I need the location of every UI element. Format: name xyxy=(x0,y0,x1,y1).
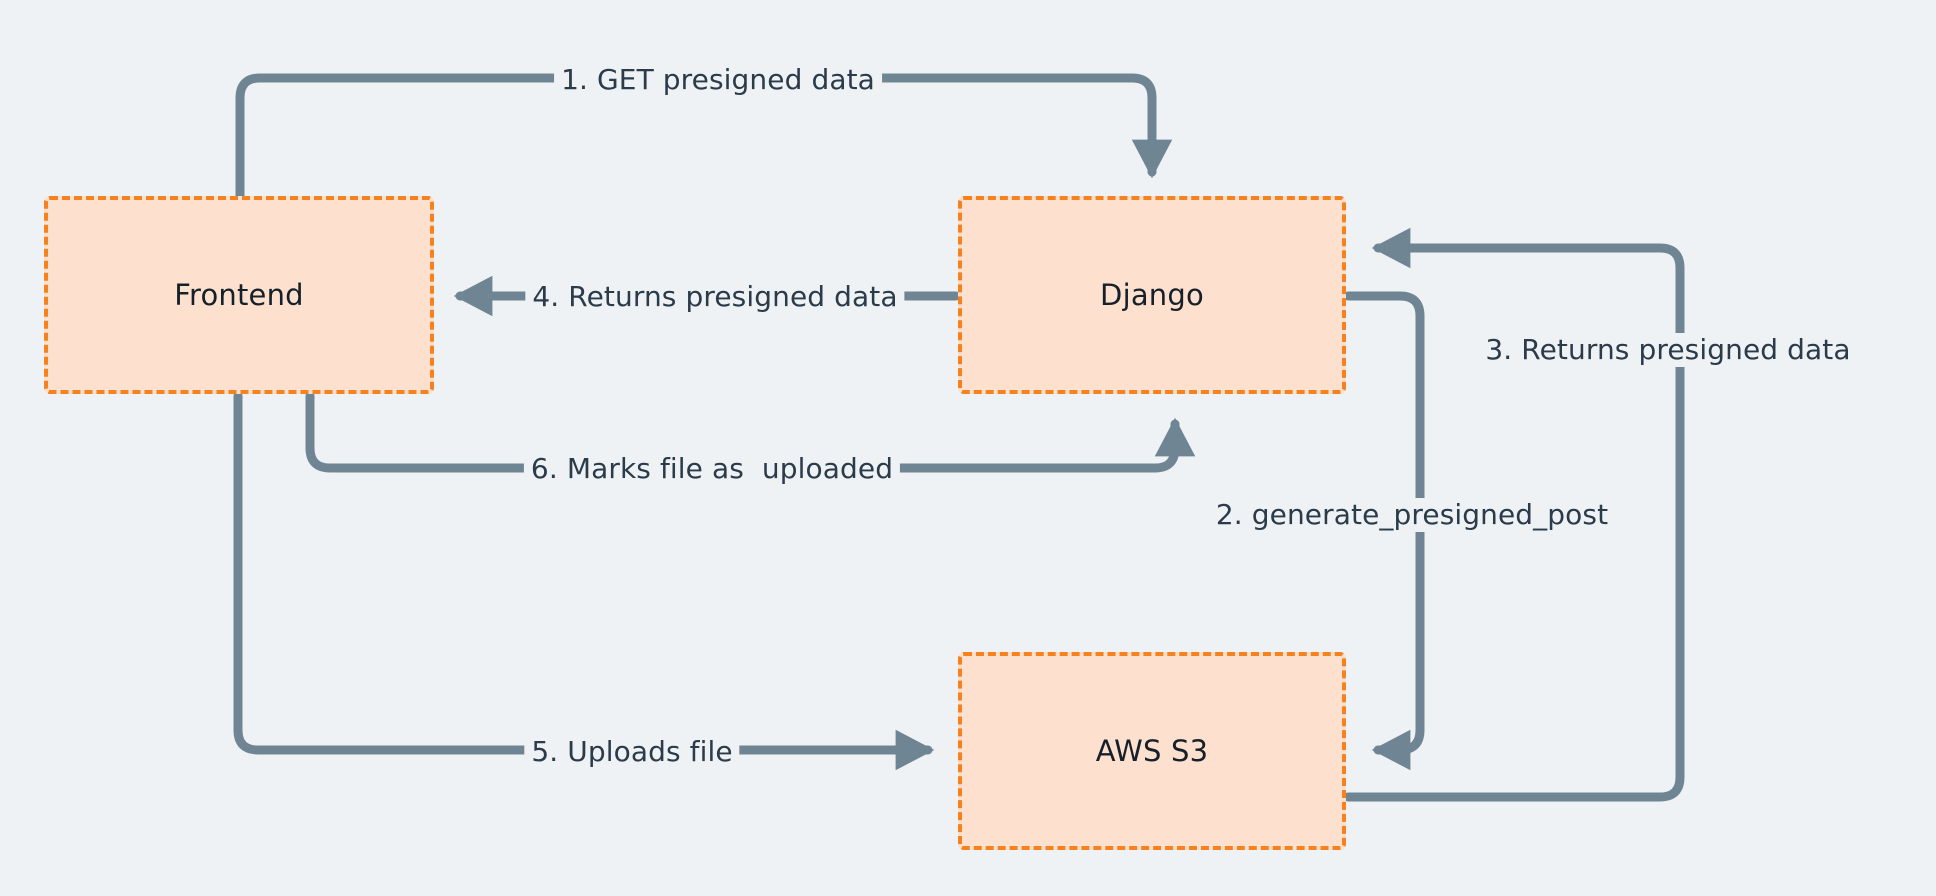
node-frontend[interactable]: Frontend xyxy=(44,196,434,394)
edge-label-2: 2. generate_presigned_post xyxy=(1208,498,1616,532)
edge-label-3: 3. Returns presigned data xyxy=(1478,333,1858,367)
node-aws-s3[interactable]: AWS S3 xyxy=(958,652,1346,850)
node-django-label: Django xyxy=(1100,278,1204,312)
edge-label-5: 5. Uploads file xyxy=(524,735,740,769)
edge-label-1: 1. GET presigned data xyxy=(554,63,882,97)
node-aws-s3-label: AWS S3 xyxy=(1095,734,1209,768)
edge-3-path xyxy=(1343,227,1685,802)
node-django[interactable]: Django xyxy=(958,196,1346,394)
edge-label-6: 6. Marks file as uploaded xyxy=(523,452,901,486)
edge-5-path xyxy=(233,391,935,771)
node-frontend-label: Frontend xyxy=(174,278,304,312)
edge-label-4: 4. Returns presigned data xyxy=(525,280,905,314)
